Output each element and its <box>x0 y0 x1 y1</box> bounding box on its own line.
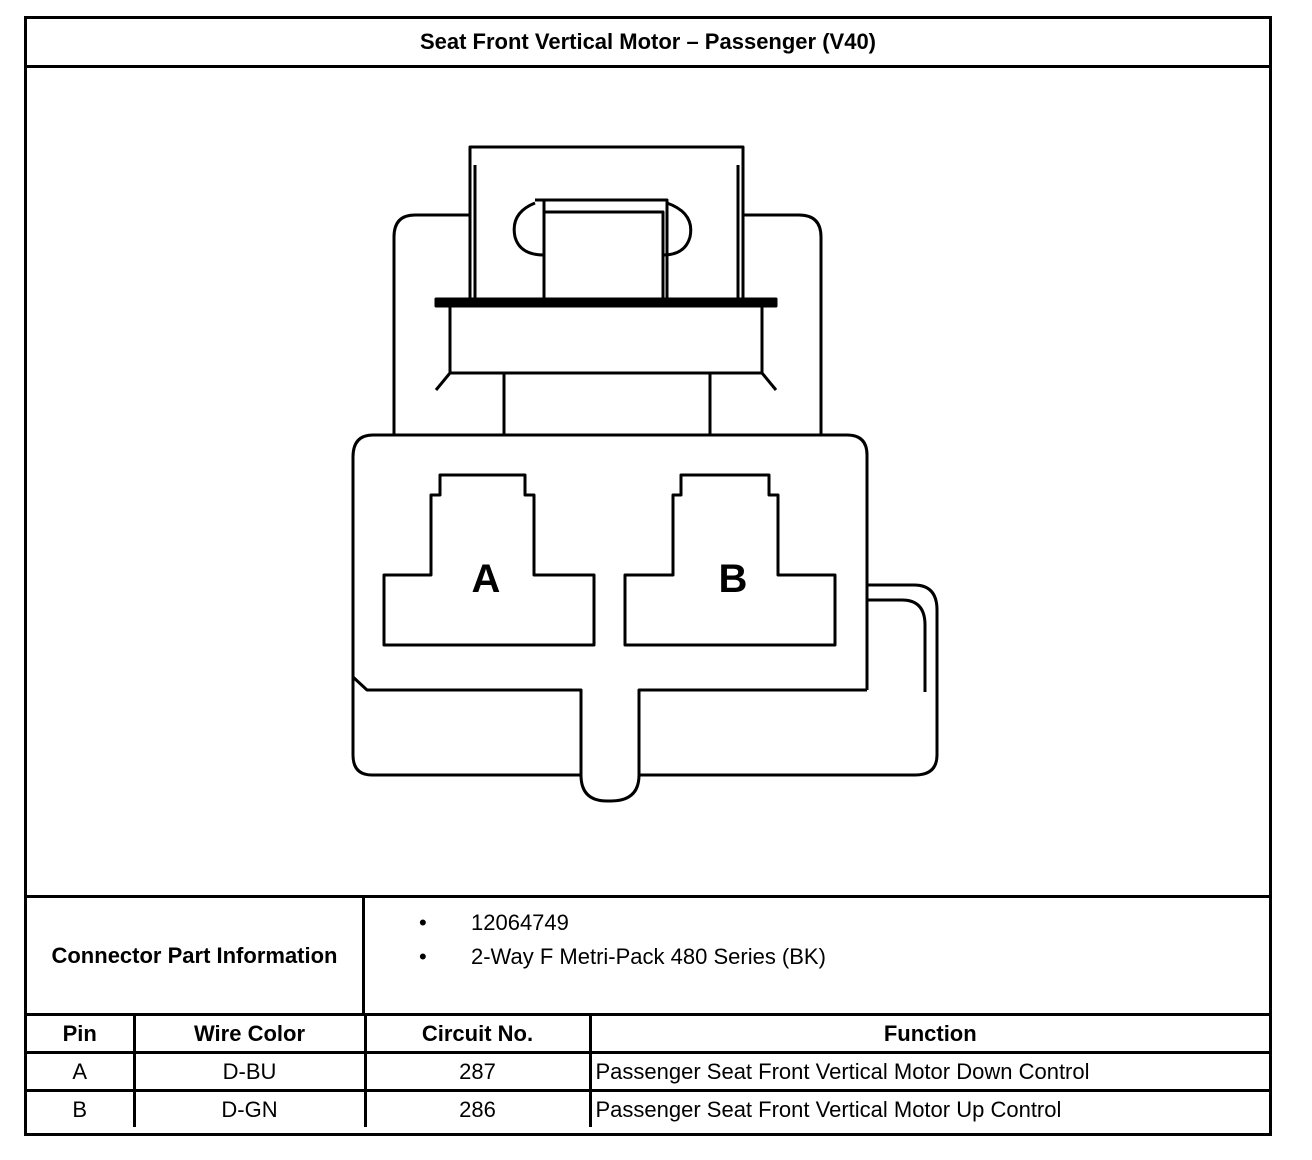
table-row: B D-GN 286 Passenger Seat Front Vertical… <box>27 1089 1269 1127</box>
pin-cell: B <box>27 1089 136 1127</box>
wire-color-cell: D-GN <box>132 1089 367 1127</box>
cavity-b <box>623 473 837 647</box>
wire-color-cell: D-BU <box>132 1051 367 1092</box>
cavity-a-label: A <box>472 557 501 601</box>
table-row: A D-BU 287 Passenger Seat Front Vertical… <box>27 1051 1269 1092</box>
latch-housing <box>468 145 745 301</box>
circuit-cell: 286 <box>363 1089 592 1127</box>
connector-diagram: A B <box>27 65 1269 895</box>
function-cell: Passenger Seat Front Vertical Motor Up C… <box>588 1089 1269 1127</box>
part-number: 12064749 <box>365 906 1269 940</box>
connector-sheet: Seat Front Vertical Motor – Passenger (V… <box>24 16 1272 1136</box>
pin-cell: A <box>27 1051 136 1092</box>
pin-table: Pin Wire Color Circuit No. Function A D-… <box>27 1013 1269 1127</box>
connector-body <box>351 433 939 803</box>
connector-part-info: Connector Part Information 12064749 2-Wa… <box>27 895 1269 1013</box>
header-pin: Pin <box>27 1013 136 1054</box>
connector-info-list: 12064749 2-Way F Metri-Pack 480 Series (… <box>365 906 1269 974</box>
connector-description: 2-Way F Metri-Pack 480 Series (BK) <box>365 940 1269 974</box>
left-shoulder <box>392 213 470 435</box>
header-function: Function <box>588 1013 1269 1054</box>
header-wire-color: Wire Color <box>132 1013 367 1054</box>
header-circuit-no: Circuit No. <box>363 1013 592 1054</box>
pin-table-header: Pin Wire Color Circuit No. Function <box>27 1013 1269 1054</box>
collar <box>448 304 764 375</box>
latch-tab <box>535 198 669 301</box>
connector-drawing: A B <box>351 145 939 803</box>
page-title: Seat Front Vertical Motor – Passenger (V… <box>27 19 1269 68</box>
function-cell: Passenger Seat Front Vertical Motor Down… <box>588 1051 1269 1092</box>
right-shoulder <box>743 213 823 435</box>
cavity-a <box>382 473 596 647</box>
cavity-b-label: B <box>719 557 748 601</box>
circuit-cell: 287 <box>363 1051 592 1092</box>
connector-info-label: Connector Part Information <box>27 898 365 1013</box>
